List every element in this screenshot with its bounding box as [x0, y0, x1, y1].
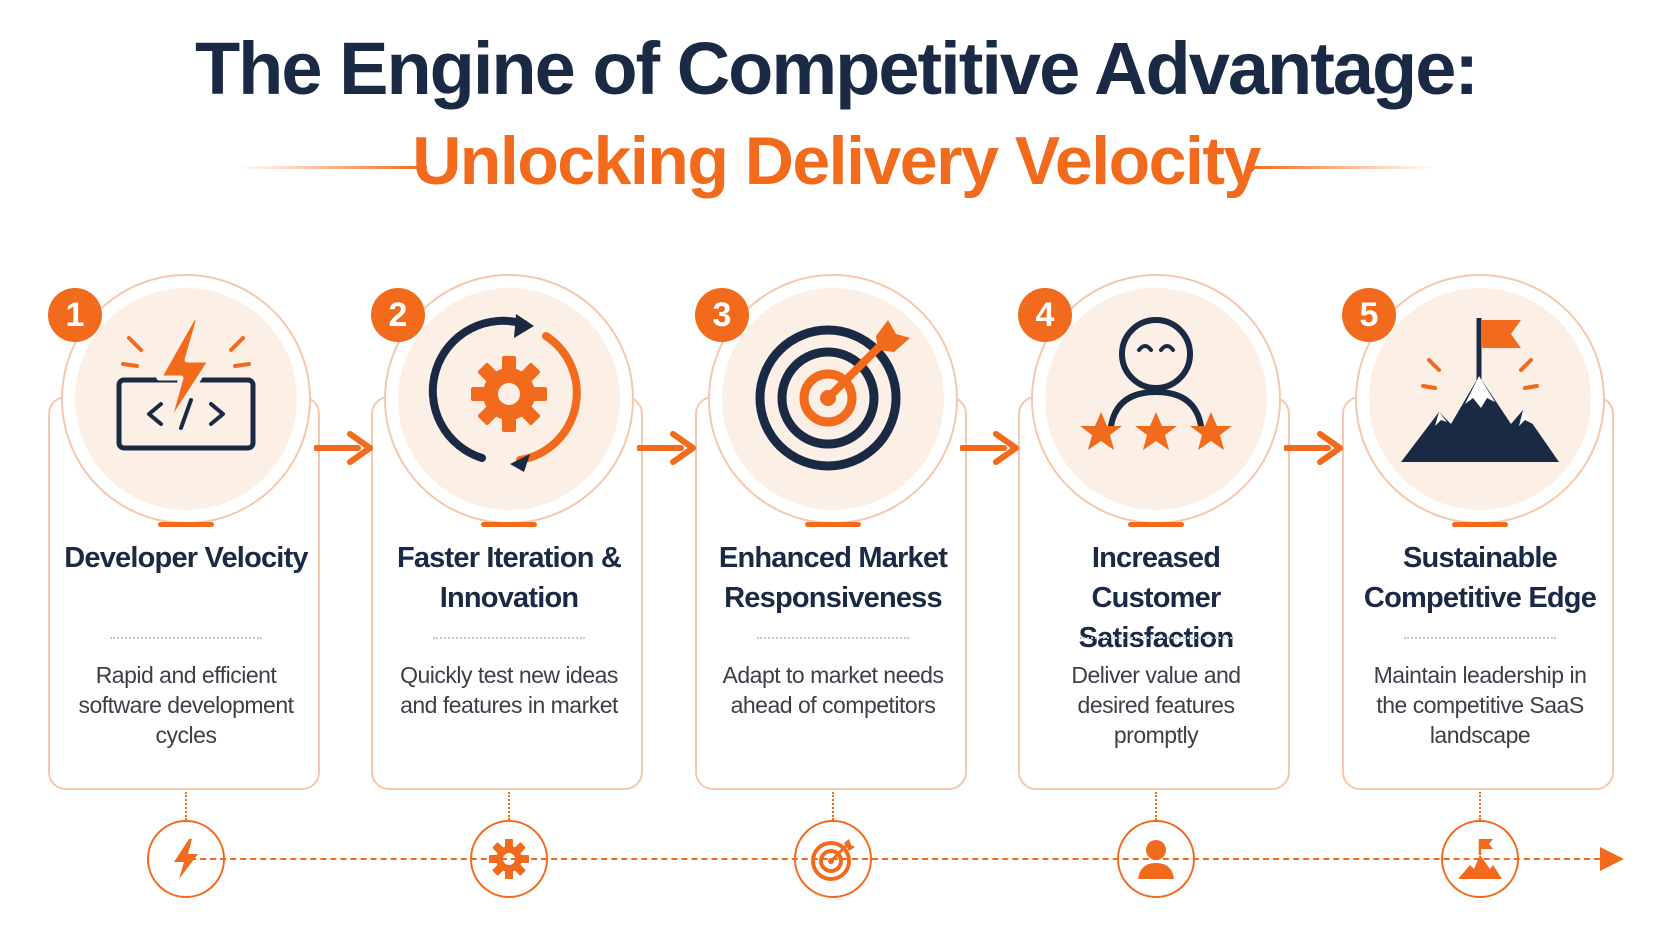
step-5: 5 Sustainable Competitive Edge Maintain …	[1342, 0, 1618, 941]
step-description: Adapt to market needs ahead of competito…	[722, 662, 944, 718]
title-rule-left	[238, 163, 427, 172]
timeline-connector	[185, 792, 187, 820]
dotted-divider	[1080, 637, 1232, 639]
step-description: Deliver value and desired features promp…	[1071, 662, 1241, 748]
mountain-icon	[1458, 839, 1502, 879]
accent-bar	[1128, 522, 1184, 527]
step-number-badge: 2	[371, 288, 425, 342]
flow-arrow-1-2	[314, 431, 373, 465]
step-3: 3 Enhanced Market Responsiveness Adapt t…	[695, 0, 971, 941]
dotted-divider	[1404, 637, 1556, 639]
timeline-connector	[1155, 792, 1157, 820]
person-icon	[1138, 840, 1174, 879]
customer-stars-icon	[1080, 317, 1232, 450]
timeline-arrowhead-icon	[1600, 847, 1624, 871]
gear-cycle-icon	[428, 314, 581, 472]
flow-arrow-4-5	[1284, 431, 1343, 465]
timeline-line	[180, 858, 1600, 860]
accent-bar	[158, 522, 214, 527]
step-1: 1 Developer Velocity Rapid and efficient…	[48, 0, 324, 941]
mountain-flag-icon	[1401, 318, 1559, 462]
step-description: Rapid and efficient software development…	[78, 662, 294, 748]
step-number-badge: 5	[1342, 288, 1396, 342]
step-number-badge: 1	[48, 288, 102, 342]
step-4: 4 Increased Customer Satisfaction Delive…	[1018, 0, 1294, 941]
title-line-1: The Engine of Competitive Advantage:	[194, 27, 1479, 110]
title-line-2: Unlocking Delivery Velocity	[412, 123, 1261, 199]
target-arrow-icon	[755, 320, 910, 471]
lightning-code-icon	[116, 315, 256, 451]
accent-bar	[1452, 522, 1508, 527]
flow-arrow-2-3	[637, 431, 696, 465]
flow-arrow-3-4	[960, 431, 1019, 465]
dotted-divider	[110, 637, 262, 639]
dotted-divider	[433, 637, 585, 639]
step-title: Increased Customer Satisfaction	[1078, 542, 1235, 654]
step-title: Developer Velocity	[64, 542, 308, 574]
step-title: Faster Iteration & Innovation	[396, 542, 622, 614]
timeline-connector	[508, 792, 510, 820]
step-2: 2 Faster Iteration & Innovation Quickly …	[371, 0, 647, 941]
step-title: Enhanced Market Responsiveness	[718, 542, 948, 614]
timeline-connector	[832, 792, 834, 820]
timeline-connector	[1479, 792, 1481, 820]
step-number-badge: 3	[695, 288, 749, 342]
accent-bar	[805, 522, 861, 527]
title-rule-right	[1246, 163, 1435, 172]
step-title: Sustainable Competitive Edge	[1363, 542, 1597, 614]
step-description: Quickly test new ideas and features in m…	[400, 662, 618, 718]
accent-bar	[481, 522, 537, 527]
dotted-divider	[757, 637, 909, 639]
step-description: Maintain leadership in the competitive S…	[1373, 662, 1587, 748]
step-number-badge: 4	[1018, 288, 1072, 342]
